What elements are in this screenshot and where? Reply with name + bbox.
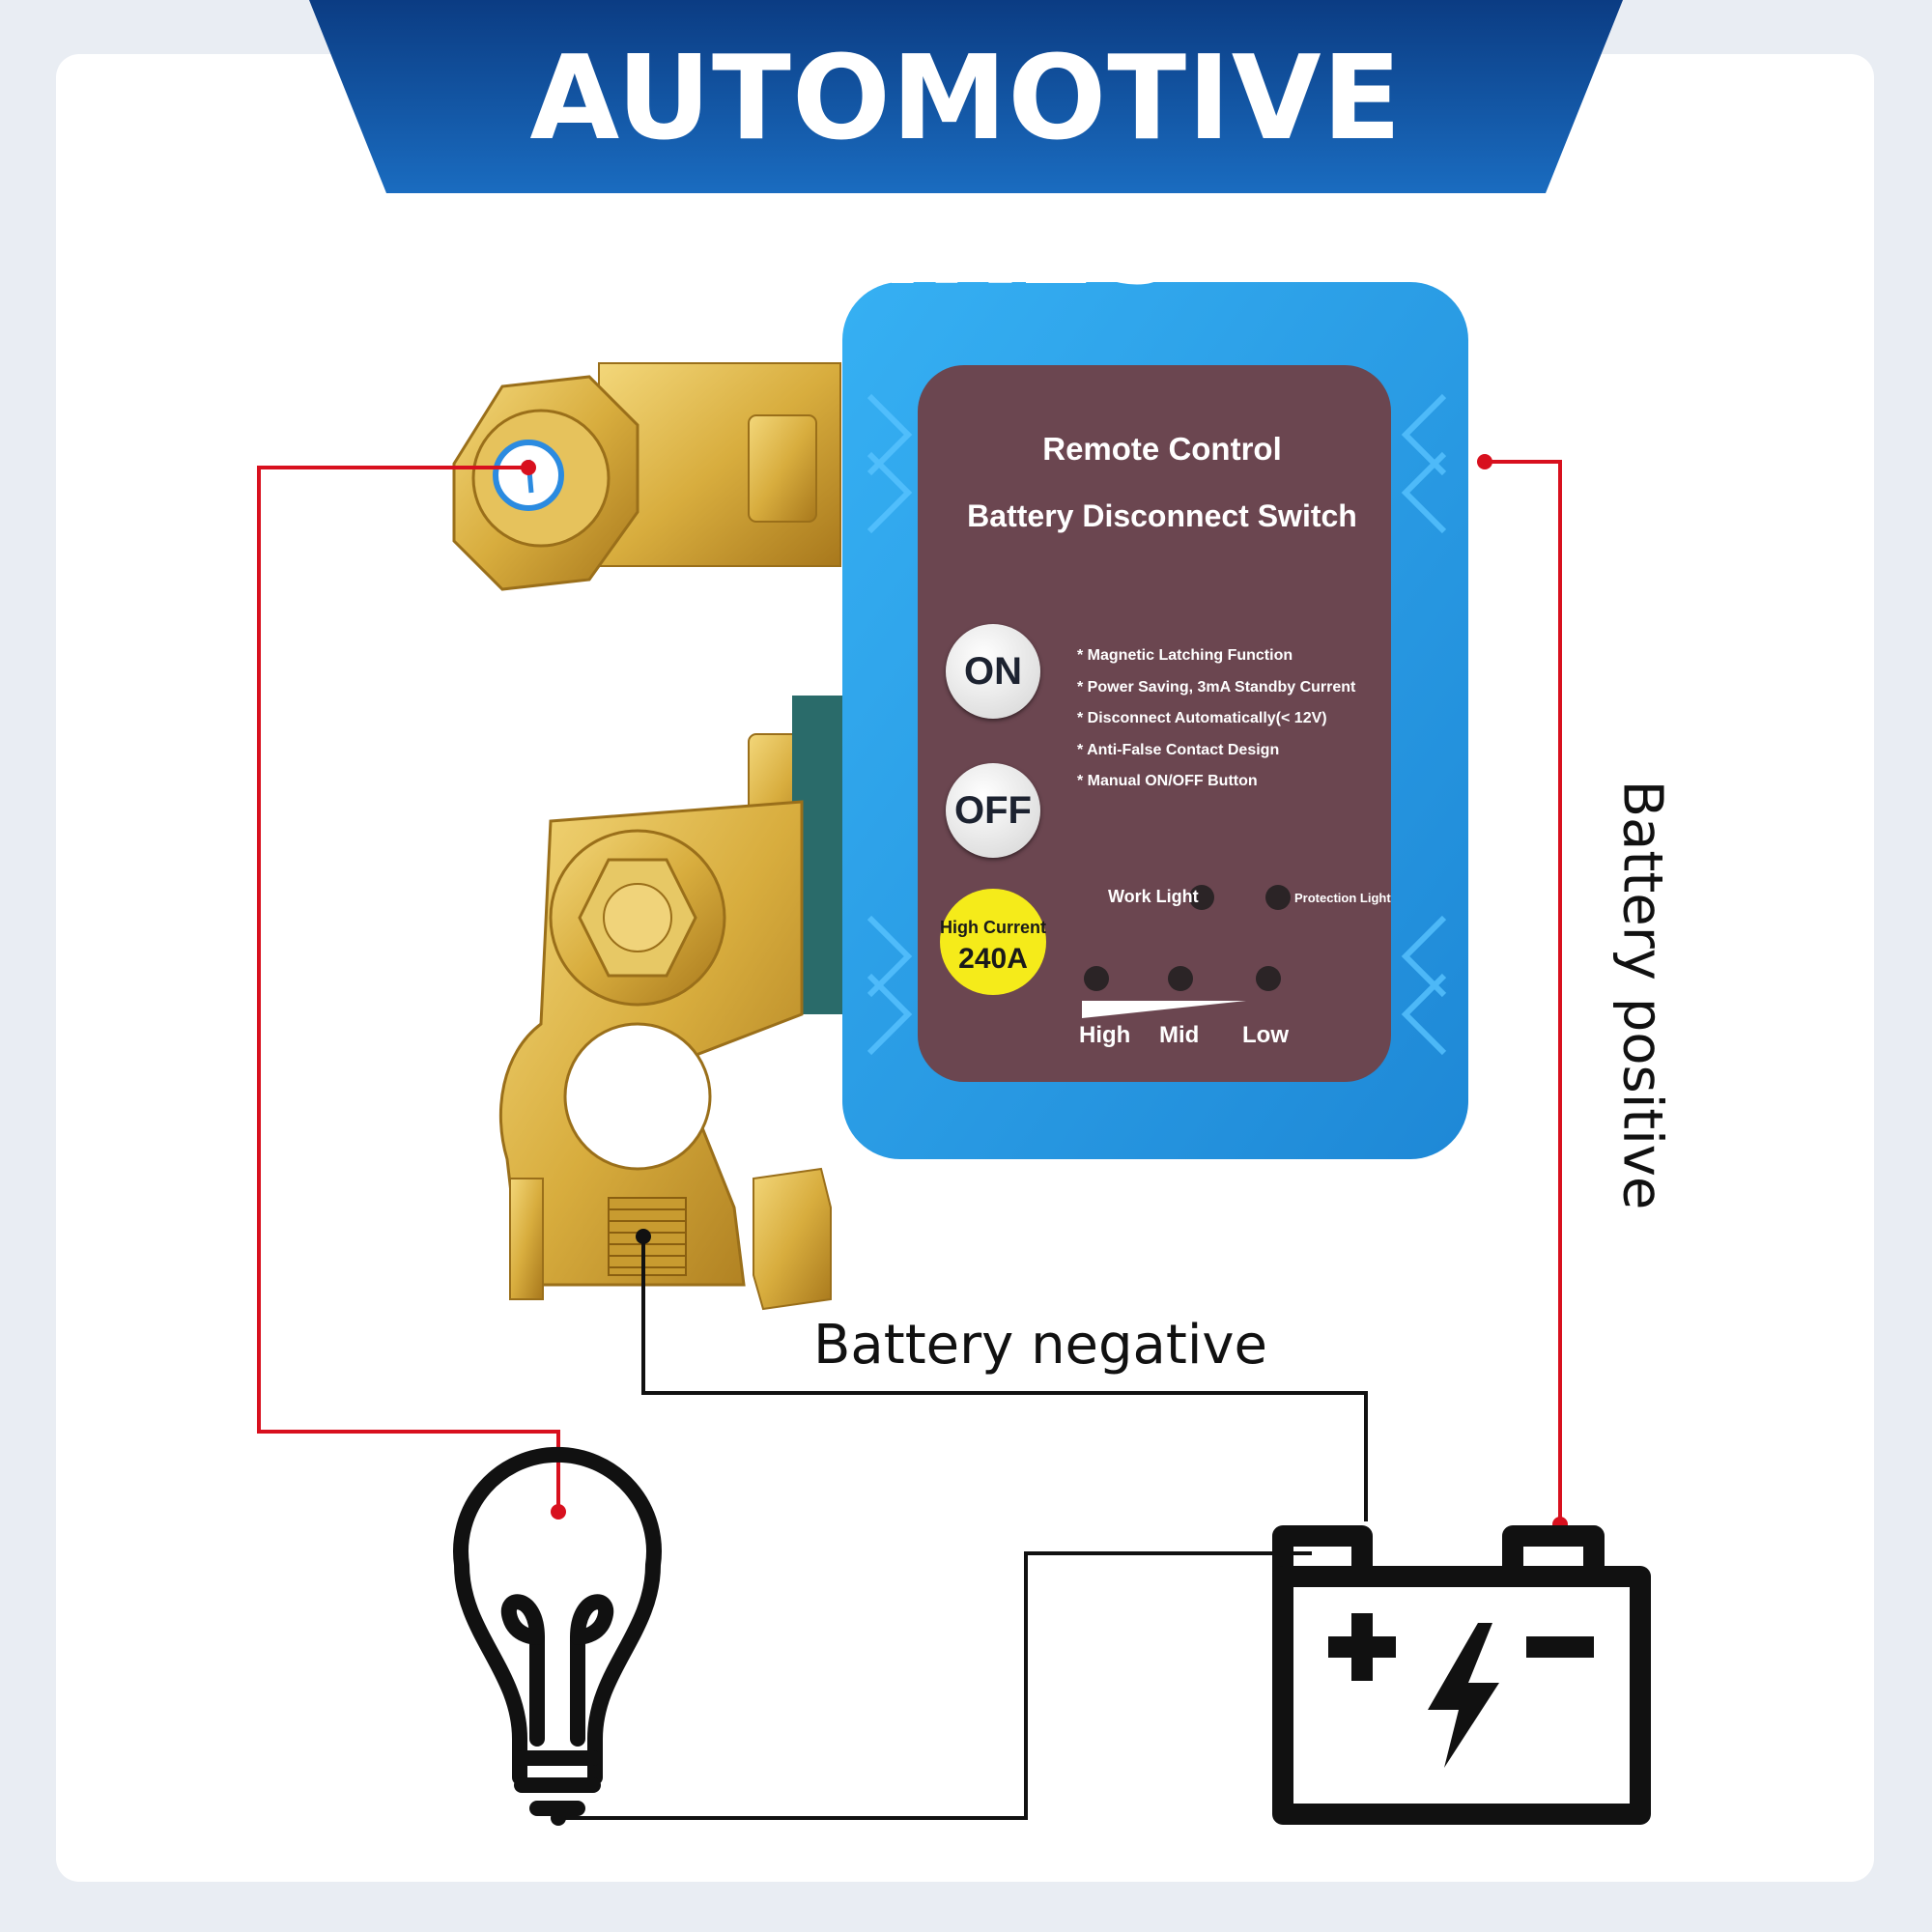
panel-title: Remote Control xyxy=(1042,431,1282,467)
black-wires xyxy=(558,1236,1368,1820)
badge-line1: High Current xyxy=(940,918,1046,937)
feature-item: * Disconnect Automatically(< 12V) xyxy=(1077,710,1327,726)
protection-light-label: Protection Light xyxy=(1294,891,1391,905)
off-button[interactable]: OFF xyxy=(946,763,1040,858)
feature-item: * Anti-False Contact Design xyxy=(1077,741,1280,758)
high-current-badge: High Current 240A xyxy=(940,889,1046,995)
on-button[interactable]: ON xyxy=(946,624,1040,719)
level-mid-led xyxy=(1168,966,1193,991)
level-low-label: Low xyxy=(1242,1022,1289,1048)
car-battery-icon xyxy=(1272,1525,1651,1825)
level-mid-label: Mid xyxy=(1159,1022,1200,1048)
feature-item: * Magnetic Latching Function xyxy=(1077,647,1293,664)
feature-list: * Magnetic Latching Function * Power Sav… xyxy=(1077,647,1355,805)
work-light-label: Work Light xyxy=(1108,887,1199,906)
protection-light-led xyxy=(1265,885,1291,910)
banner-shape xyxy=(309,0,1623,193)
panel-subtitle: Battery Disconnect Switch xyxy=(967,498,1357,533)
battery-negative-label: Battery negative xyxy=(813,1314,1267,1377)
feature-item: * Power Saving, 3mA Standby Current xyxy=(1077,678,1356,696)
level-high-label: High xyxy=(1079,1022,1131,1048)
top-terminal xyxy=(452,362,841,591)
bottom-terminal xyxy=(498,696,842,1311)
badge-line2: 240A xyxy=(958,943,1028,975)
level-high-led xyxy=(1084,966,1109,991)
battery-positive-label: Battery positive xyxy=(1610,780,1674,1210)
light-bulb-icon xyxy=(453,1446,662,1816)
level-wedge xyxy=(1082,1001,1246,1018)
bolt-icon xyxy=(1428,1623,1499,1768)
level-low-led xyxy=(1256,966,1281,991)
work-light-led xyxy=(1189,885,1214,910)
feature-item: * Manual ON/OFF Button xyxy=(1077,773,1258,789)
banner-title: AUTOMOTIVE WIRES xyxy=(529,32,1403,311)
